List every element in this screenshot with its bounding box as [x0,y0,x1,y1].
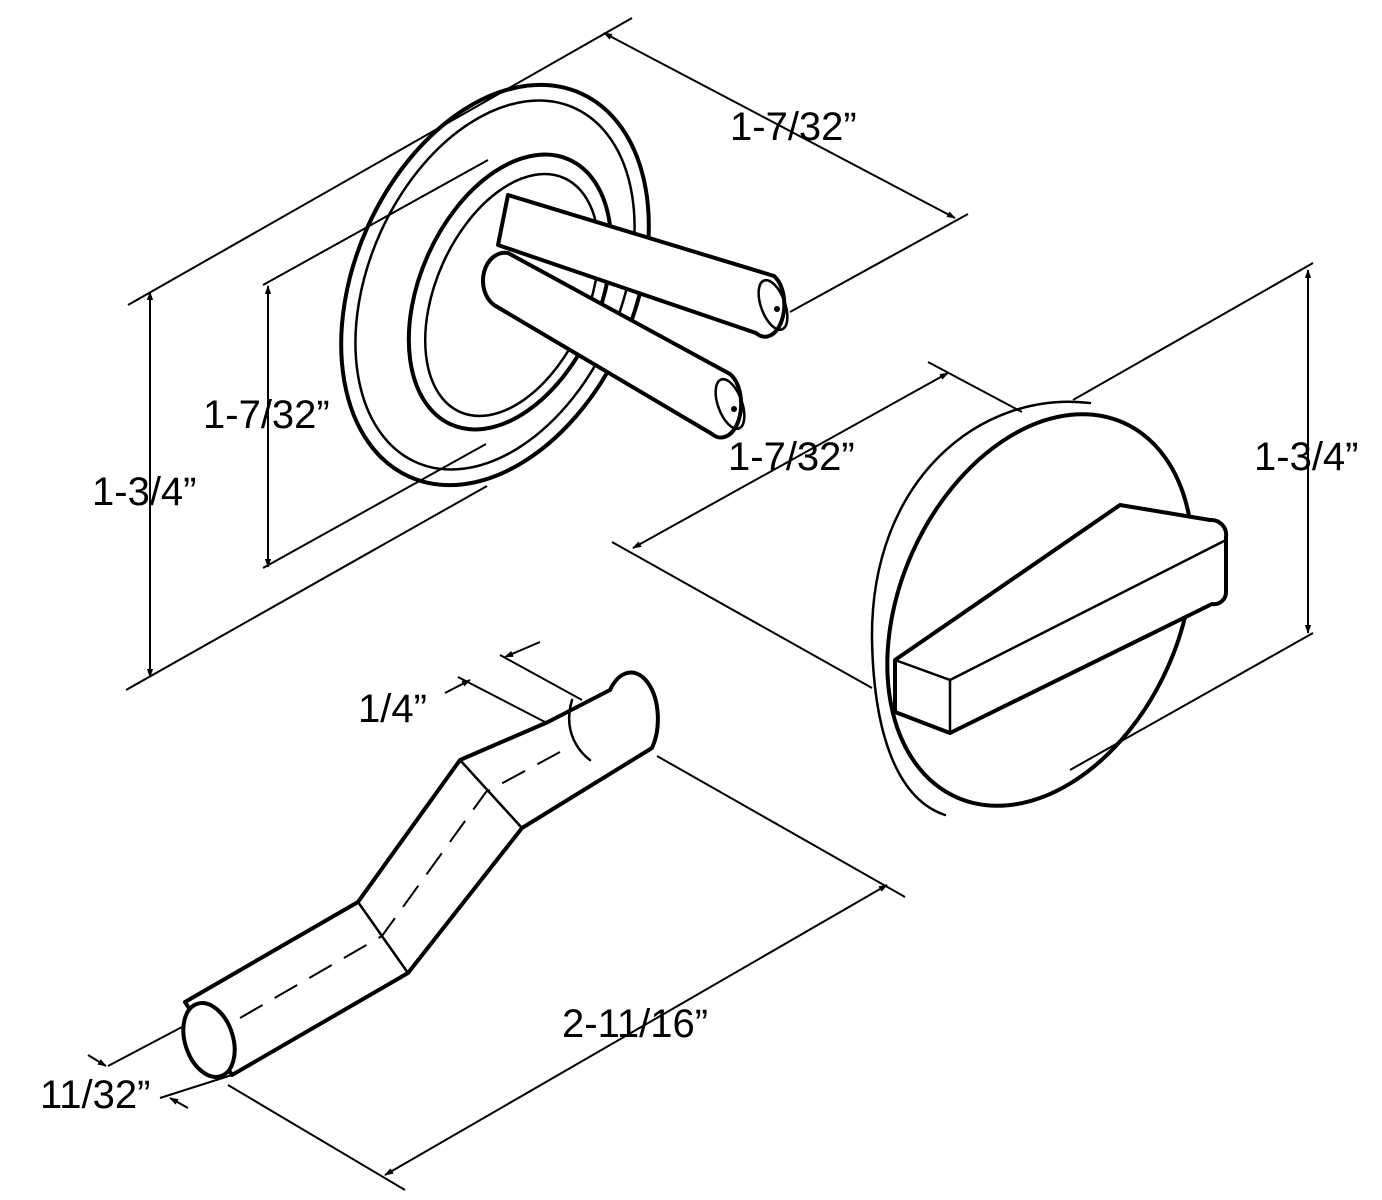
rod-hole-label: 1/4” [358,687,427,731]
rod-diameter-label: 11/32” [40,1073,150,1117]
plate-depth-label: 1-7/32” [730,105,857,149]
mounting-plate-with-posts [339,82,789,488]
hinge-rod [181,670,660,1079]
cap-depth-label: 1-7/32” [728,435,855,479]
plate-outer-height-label: 1-3/4” [92,470,197,514]
cap-height-label: 1-3/4” [1254,435,1359,479]
plate-inner-height-label: 1-7/32” [203,393,330,437]
dimension-lines [87,17,1314,1191]
cap-cover [870,400,1229,817]
rod-length-label: 2-11/16” [562,1002,708,1046]
